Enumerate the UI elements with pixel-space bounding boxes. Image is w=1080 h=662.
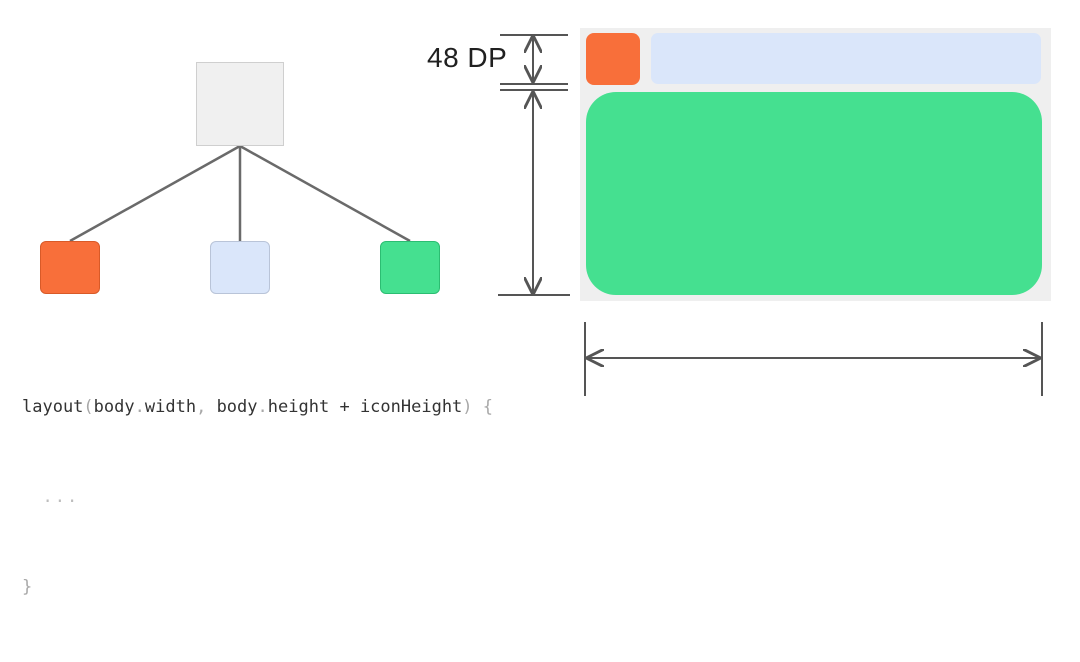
tree-root-node [196,62,284,146]
code-arg1: body [93,397,135,417]
layout-title-block [651,33,1041,84]
code-open-brace: { [482,397,494,417]
code-dot2: . [257,397,268,417]
code-line-2: ... [22,482,493,512]
tree-child-title-node [210,241,270,294]
code-line-1: layout(body.width, body.height + iconHei… [22,392,493,422]
icon-height-label: 48 DP [427,42,508,73]
layout-body-block [586,92,1042,295]
code-close-brace: } [22,577,33,597]
tree-edge-green [239,144,411,243]
code-plus: + [339,397,350,417]
code-line-3: } [22,572,493,602]
code-arg3: iconHeight [359,397,463,417]
code-dot1: . [134,397,145,417]
layout-icon-block [586,33,640,85]
code-arg1-prop: width [144,397,197,417]
code-fn: layout [22,397,84,417]
diagram-lines [69,34,1043,396]
tree-edge-orange [69,144,241,243]
code-snippet: layout(body.width, body.height + iconHei… [22,332,493,662]
code-ellipsis: ... [42,487,80,507]
code-close-paren: ) [462,397,473,417]
tree-child-icon-node [40,241,100,294]
tree-child-body-node [380,241,440,294]
code-open-paren: ( [83,397,94,417]
layout-diagram: 48 DP layout(body.width, body.height + i… [22,28,1051,597]
code-arg2: body [216,397,258,417]
code-arg2-prop: height [267,397,330,417]
code-comma: , [196,397,207,417]
